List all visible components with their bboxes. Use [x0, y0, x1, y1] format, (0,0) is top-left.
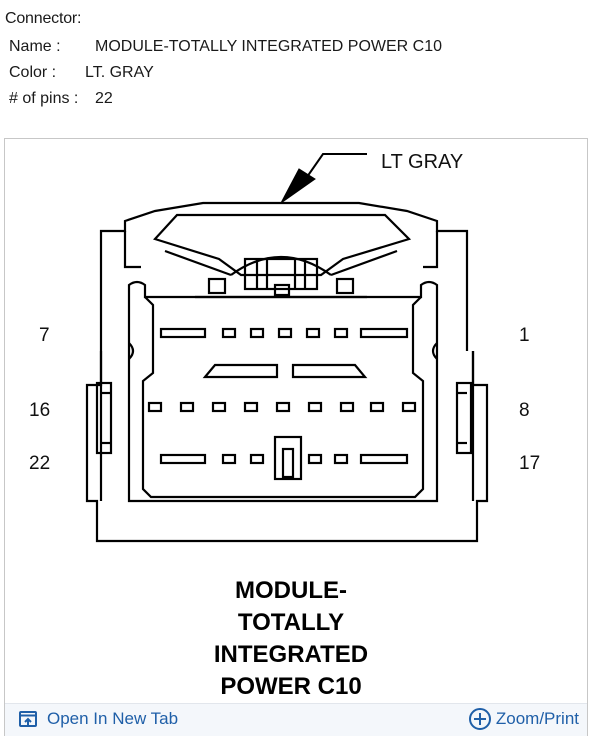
pin-label-1: 1	[519, 325, 530, 346]
name-value: MODULE-TOTALLY INTEGRATED POWER C10	[95, 38, 443, 55]
color-label: Color :	[9, 64, 57, 81]
pin-label-17: 17	[519, 453, 541, 474]
open-in-new-tab-icon	[19, 711, 37, 727]
pin-label-16: 16	[29, 400, 51, 421]
zoom-print-label: Zoom/Print	[495, 709, 579, 728]
diagram-caption-line-2: TOTALLY	[237, 609, 345, 636]
pin-label-7: 7	[39, 325, 50, 346]
connector-diagram-panel: LT GRAY 7 1 16 8 22 17 MODULE- TOTALLY I…	[4, 138, 588, 736]
color-callout-label: LT GRAY	[381, 151, 464, 173]
color-value: LT. GRAY	[85, 64, 154, 81]
connector-face-drawing	[85, 153, 489, 543]
pins-value: 22	[95, 90, 113, 107]
diagram-caption-line-3: INTEGRATED	[213, 641, 369, 668]
diagram-caption-line-4: POWER C10	[220, 673, 362, 700]
connector-heading: Connector:	[5, 10, 82, 27]
pins-label: # of pins :	[9, 90, 79, 107]
diagram-footer-bar: Open In New Tab Zoom/Print	[5, 703, 587, 736]
zoom-plus-icon	[468, 708, 491, 730]
pin-label-8: 8	[519, 400, 530, 421]
open-in-new-tab-link[interactable]: Open In New Tab	[19, 709, 178, 729]
pin-label-22: 22	[29, 453, 51, 474]
name-label: Name :	[9, 38, 61, 55]
diagram-caption-line-1: MODULE-	[235, 577, 347, 604]
open-in-new-tab-label: Open In New Tab	[47, 709, 179, 728]
zoom-print-link[interactable]: Zoom/Print	[468, 707, 579, 731]
